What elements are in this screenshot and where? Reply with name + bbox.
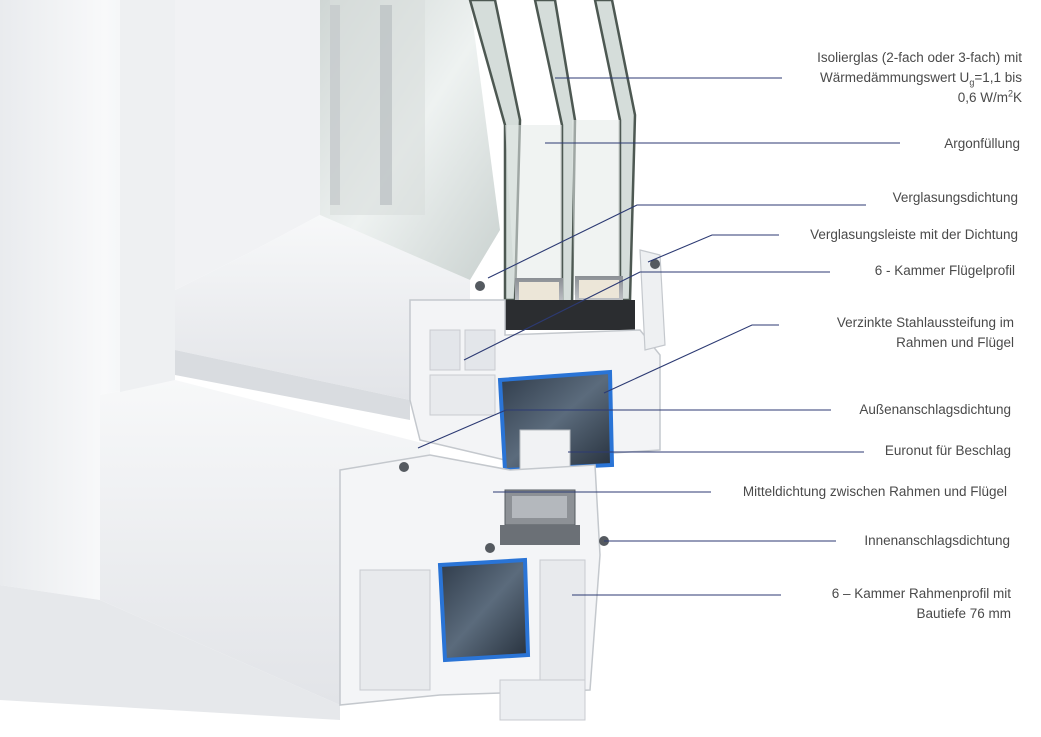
label-stahl: Verzinkte Stahlaussteifung im Rahmen und…	[837, 313, 1014, 353]
sash-profile-section	[409, 249, 666, 473]
label-stahl-line1: Verzinkte Stahlaussteifung im	[836, 315, 1014, 330]
frame-profile-section	[339, 454, 601, 721]
leader-fluegelprofil	[463, 271, 830, 361]
label-verglasungsdichtung: Verglasungsdichtung	[892, 190, 1018, 205]
leader-lines	[417, 77, 900, 596]
leader-verglasungsleiste	[647, 234, 779, 263]
sash	[175, 0, 470, 420]
label-isolierglas-line2-post: =1,1 bis	[974, 70, 1022, 85]
label-aussenanschlag: Außenanschlagsdichtung	[859, 402, 1011, 417]
label-isolierglas-line2: Wärmedämmungswert Ug=1,1 bis	[817, 68, 1022, 88]
label-isolierglas-line3-sup: 2	[1007, 88, 1013, 99]
label-argon: Argonfüllung	[944, 136, 1020, 151]
glass-panes	[468, 0, 637, 307]
label-rahmenprofil: 6 – Kammer Rahmenprofil mit Bautiefe 76 …	[832, 584, 1011, 624]
label-isolierglas-line3: 0,6 W/m2K	[817, 88, 1022, 108]
leader-verglasungsdichtung	[487, 204, 866, 279]
label-isolierglas: Isolierglas (2-fach oder 3-fach) mit Wär…	[817, 48, 1022, 108]
label-fluegelprofil: 6 - Kammer Flügelprofil	[874, 263, 1015, 278]
label-rahmenprofil-line1: 6 – Kammer Rahmenprofil mit	[831, 586, 1011, 601]
label-isolierglas-line3-post: K	[1012, 90, 1022, 105]
label-rahmenprofil-line2: Bautiefe 76 mm	[916, 606, 1011, 621]
label-isolierglas-line1: Isolierglas (2-fach oder 3-fach) mit	[817, 50, 1022, 65]
label-isolierglas-line3-text: 0,6 W/m	[957, 90, 1008, 105]
leader-aussen-diag	[417, 409, 507, 449]
label-innenanschlag: Innenanschlagsdichtung	[864, 533, 1010, 548]
label-euronut: Euronut für Beschlag	[884, 443, 1011, 458]
label-isolierglas-line2-sub: g	[969, 77, 975, 88]
outer-frame	[0, 0, 430, 720]
label-stahl-line2: Rahmen und Flügel	[896, 335, 1014, 350]
label-verglasungsleiste: Verglasungsleiste mit der Dichtung	[810, 227, 1018, 242]
label-mitteldichtung: Mitteldichtung zwischen Rahmen und Flüge…	[742, 484, 1007, 499]
leader-stahl	[603, 324, 779, 394]
spacers	[505, 276, 635, 330]
label-isolierglas-line2-text: Wärmedämmungswert U	[820, 70, 970, 85]
glazing-front	[320, 0, 500, 280]
